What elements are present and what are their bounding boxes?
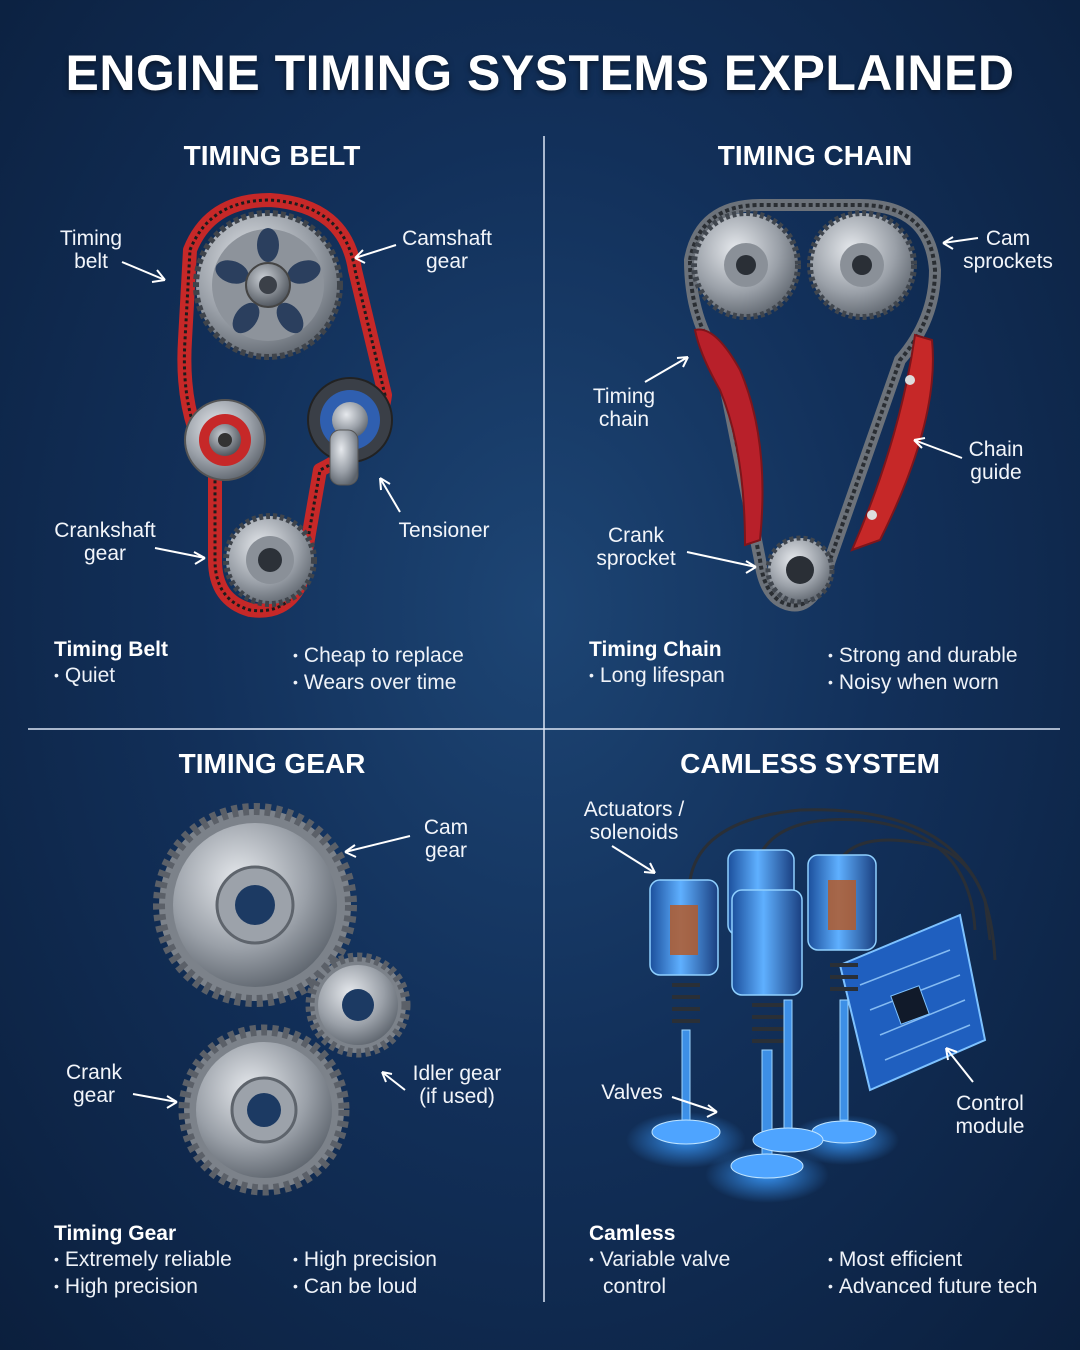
summary-item: Long lifespan <box>589 663 725 690</box>
summary-item: Wears over time <box>293 670 464 697</box>
label-line: Tensioner <box>398 519 490 542</box>
label-camshaft-gear: Camshaft gear <box>398 227 496 273</box>
summary-heading-belt: Timing Belt <box>54 638 168 661</box>
summary-heading-gear: Timing Gear <box>54 1222 177 1245</box>
summary-heading-camless: Camless <box>589 1222 676 1245</box>
label-line: module <box>955 1115 1025 1138</box>
label-line: Control <box>956 1092 1024 1115</box>
label-line: Cam <box>423 816 469 839</box>
summary-chain-right: Strong and durable Noisy when worn <box>828 643 1018 697</box>
main-title: ENGINE TIMING SYSTEMS EXPLAINED <box>65 45 1015 101</box>
summary-item: Variable valve <box>589 1247 730 1274</box>
summary-camless-left: Camless Variable valve control <box>589 1221 730 1301</box>
label-line: Camshaft <box>402 227 492 250</box>
label-line: sprocket <box>596 547 676 570</box>
summary-heading-chain: Timing Chain <box>589 638 722 661</box>
label-line: Valves <box>601 1081 663 1104</box>
section-title-camless: CAMLESS SYSTEM <box>680 748 940 779</box>
label-line: Cam <box>985 227 1031 250</box>
horizontal-divider <box>28 728 1060 730</box>
label-line: Actuators / <box>583 798 685 821</box>
label-line: chain <box>598 408 650 431</box>
label-line: Crank <box>607 524 665 547</box>
label-cam-gear: Cam gear <box>420 816 472 862</box>
summary-item: Quiet <box>54 663 168 690</box>
section-title-chain: TIMING CHAIN <box>717 140 913 171</box>
label-tensioner: Tensioner <box>394 519 494 542</box>
label-line: gear <box>424 839 468 862</box>
label-line: Timing <box>59 227 123 250</box>
label-line: (if used) <box>419 1085 495 1108</box>
label-cam-sprockets: Cam sprockets <box>960 227 1056 273</box>
summary-camless-right: Most efficient Advanced future tech <box>828 1247 1037 1301</box>
summary-item-continuation: control <box>603 1275 667 1298</box>
summary-item: Most efficient <box>828 1247 1037 1274</box>
label-line: guide <box>970 461 1022 484</box>
label-crank-sprocket: Crank sprocket <box>590 524 682 570</box>
label-line: gear <box>72 1084 116 1107</box>
label-line: Crank <box>65 1061 123 1084</box>
label-crankshaft-gear: Crankshaft gear <box>50 519 160 565</box>
label-valves: Valves <box>598 1081 666 1104</box>
label-timing-chain: Timing chain <box>588 385 660 431</box>
summary-item: Can be loud <box>293 1274 437 1301</box>
label-control-module: Control module <box>950 1092 1030 1138</box>
summary-item: Strong and durable <box>828 643 1018 670</box>
summary-item: Noisy when worn <box>828 670 1018 697</box>
label-line: gear <box>425 250 469 273</box>
label-line: Idler gear <box>412 1062 502 1085</box>
summary-item: Advanced future tech <box>828 1274 1037 1301</box>
vertical-divider <box>543 136 545 1302</box>
section-title-belt: TIMING BELT <box>183 140 361 171</box>
label-line: sprockets <box>963 250 1053 273</box>
label-actuators: Actuators / solenoids <box>578 798 690 844</box>
summary-gear-right: High precision Can be loud <box>293 1247 437 1301</box>
section-title-gear: TIMING GEAR <box>178 748 366 779</box>
summary-item: Extremely reliable <box>54 1247 232 1274</box>
label-line: belt <box>74 250 108 273</box>
label-crank-gear: Crank gear <box>62 1061 126 1107</box>
label-line: solenoids <box>589 821 679 844</box>
summary-belt-right: Cheap to replace Wears over time <box>293 643 464 697</box>
summary-item: High precision <box>293 1247 437 1274</box>
label-line: gear <box>83 542 127 565</box>
summary-gear-left: Timing Gear Extremely reliable High prec… <box>54 1221 232 1301</box>
summary-item: High precision <box>54 1274 232 1301</box>
label-chain-guide: Chain guide <box>962 438 1030 484</box>
label-line: Chain <box>968 438 1024 461</box>
summary-chain-left: Timing Chain Long lifespan <box>589 637 725 690</box>
label-idler-gear: Idler gear (if used) <box>408 1062 506 1108</box>
summary-item: Cheap to replace <box>293 643 464 670</box>
summary-belt-left: Timing Belt Quiet <box>54 637 168 690</box>
label-line: Timing <box>592 385 656 408</box>
label-line: Crankshaft <box>54 519 156 542</box>
label-timing-belt: Timing belt <box>56 227 126 273</box>
